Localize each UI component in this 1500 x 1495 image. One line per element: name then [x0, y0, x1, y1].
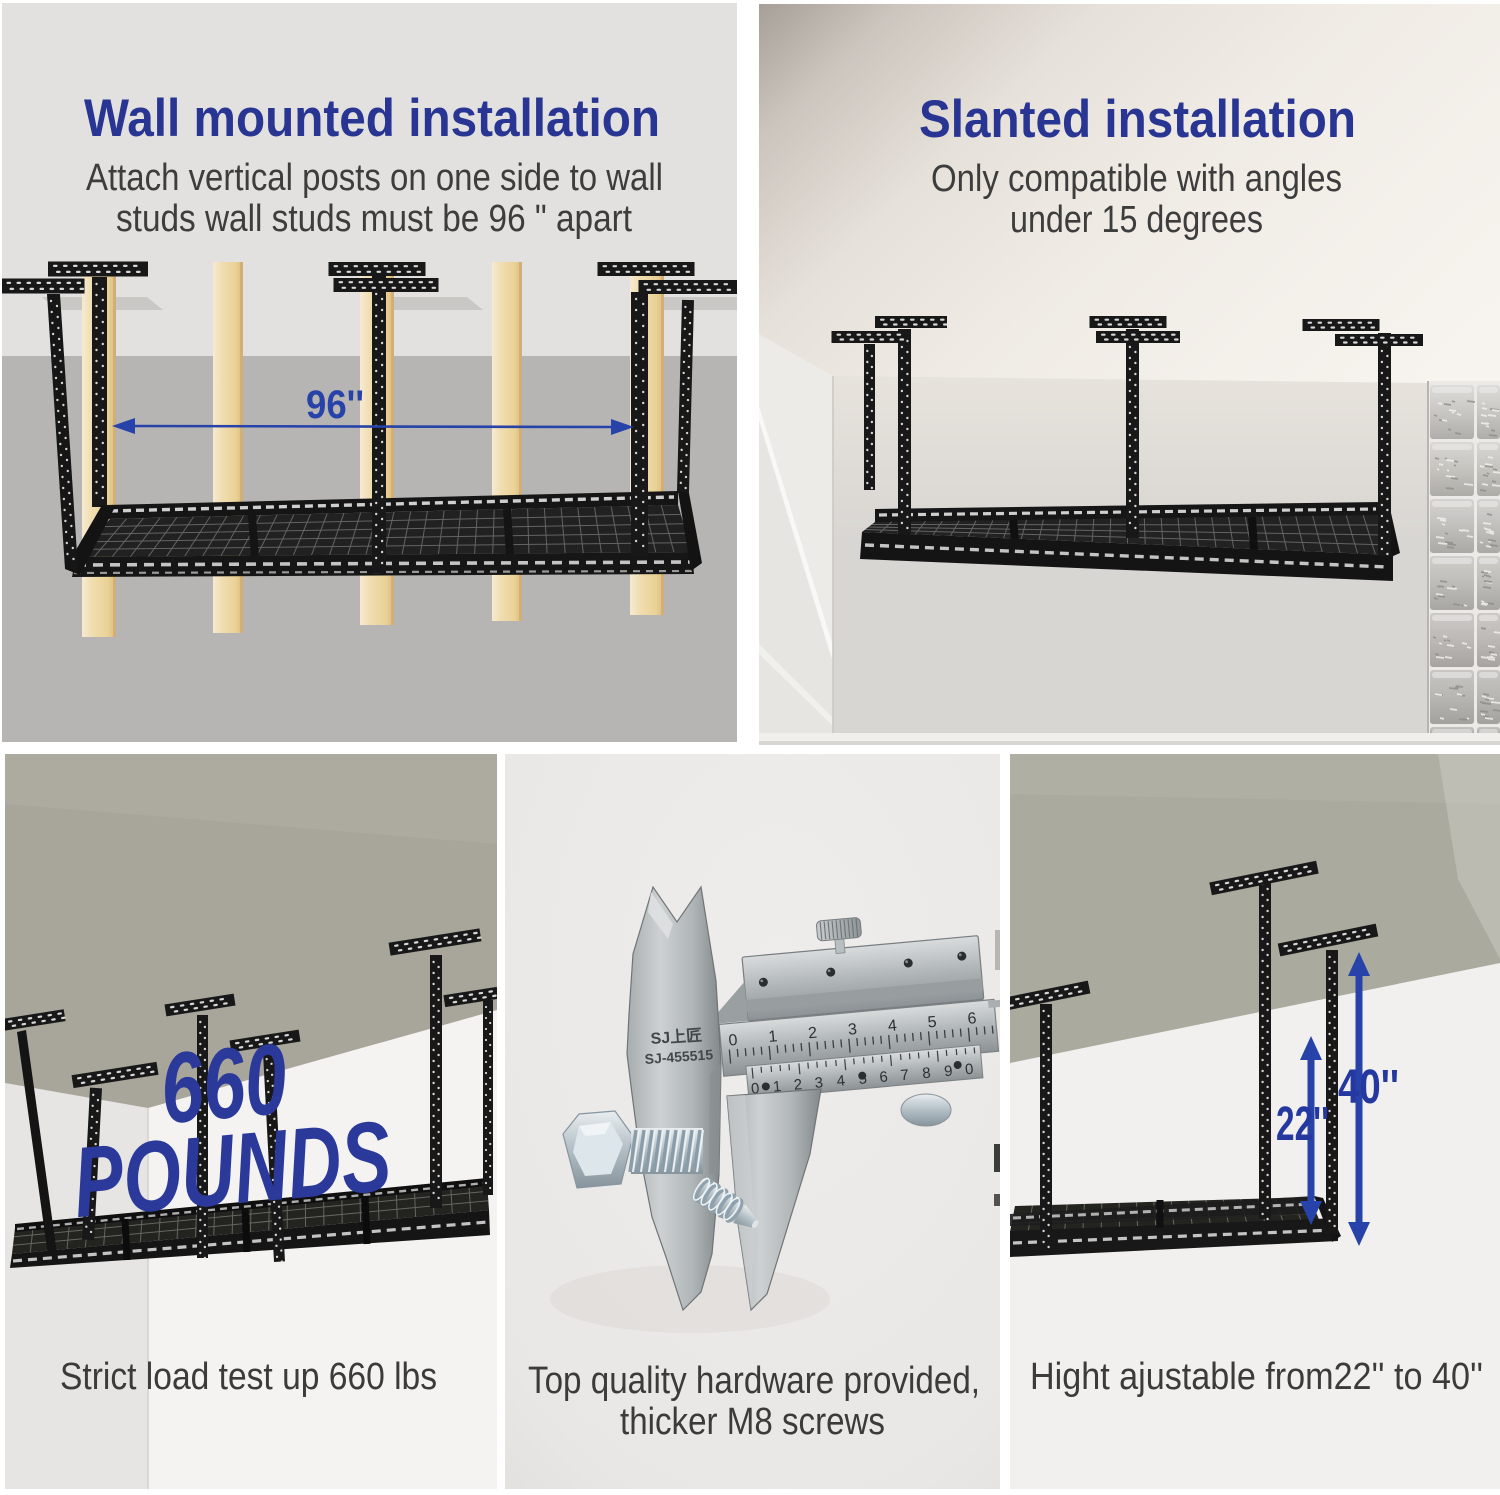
svg-text:0: 0	[964, 1061, 974, 1079]
svg-text:9: 9	[943, 1063, 953, 1081]
svg-text:0: 0	[728, 1032, 739, 1050]
svg-text:2: 2	[807, 1025, 818, 1043]
svg-text:7: 7	[900, 1067, 910, 1085]
svg-text:4: 4	[836, 1072, 846, 1090]
svg-text:6: 6	[967, 1010, 978, 1028]
svg-text:4: 4	[887, 1017, 898, 1035]
svg-text:2: 2	[793, 1076, 803, 1094]
svg-text:SJ-455515: SJ-455515	[644, 1046, 714, 1067]
svg-text:0: 0	[750, 1080, 760, 1098]
svg-text:3: 3	[847, 1021, 858, 1039]
svg-text:1: 1	[772, 1078, 782, 1096]
svg-text:8: 8	[922, 1065, 932, 1083]
svg-text:SJ上匠: SJ上匠	[650, 1026, 703, 1048]
svg-text:1: 1	[768, 1028, 779, 1046]
svg-text:3: 3	[814, 1074, 824, 1092]
svg-text:6: 6	[879, 1068, 889, 1086]
svg-text:5: 5	[927, 1014, 938, 1032]
